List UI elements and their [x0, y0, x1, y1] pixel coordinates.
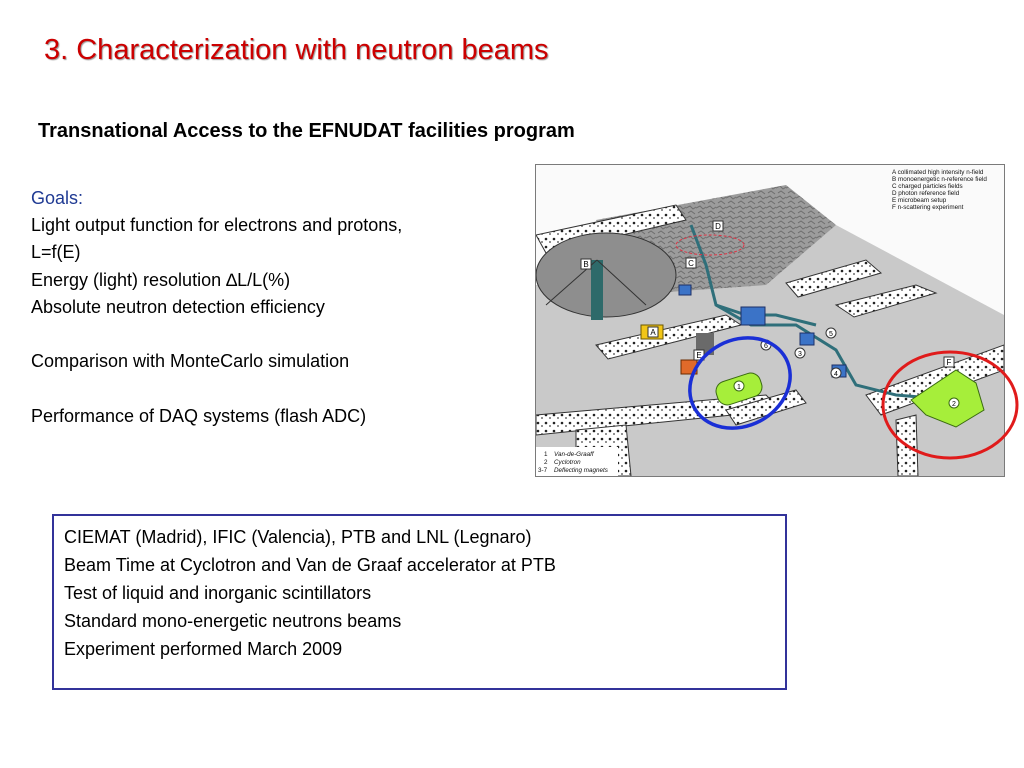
- info-line: Standard mono-energetic neutrons beams: [64, 611, 402, 631]
- magnet-number: 1: [737, 384, 741, 391]
- spacer: [31, 375, 521, 402]
- slide-title: 3. Characterization with neutron beams: [44, 34, 549, 66]
- detector-tower: [591, 260, 603, 320]
- facility-drawing: 1 2 3 4 5 6 A B C D: [536, 167, 1004, 476]
- legend-item: E microbeam setup: [892, 197, 947, 204]
- magnet: [799, 332, 815, 346]
- legend-bg: [886, 167, 1002, 213]
- equipment-orange: [680, 359, 698, 375]
- area-label: B: [583, 260, 588, 269]
- magnet: [678, 284, 692, 296]
- info-line: Experiment performed March 2009: [64, 639, 343, 659]
- area-label: F: [947, 358, 952, 367]
- shield-wall: [895, 414, 919, 476]
- goal-item: Performance of DAQ systems (flash ADC): [31, 405, 367, 426]
- shield-wall: [834, 284, 938, 318]
- area-label: E: [696, 351, 701, 360]
- key-text: Van-de-Graaff: [554, 451, 595, 458]
- key-number: 3-7: [538, 467, 548, 474]
- key-bg: [536, 447, 618, 476]
- goal-item: Comparison with MonteCarlo simulation: [31, 351, 350, 372]
- magnet-number: 3: [798, 351, 802, 358]
- info-box: CIEMAT (Madrid), IFIC (Valencia), PTB an…: [52, 514, 787, 690]
- area-label: C: [688, 259, 694, 268]
- goal-item: Light output function for electrons and …: [31, 215, 403, 236]
- key-text: Cyclotron: [554, 459, 581, 466]
- info-line: Test of liquid and inorganic scintillato…: [64, 583, 372, 603]
- legend-item: A collimated high intensity n-field: [892, 169, 984, 176]
- info-line: Beam Time at Cyclotron and Van de Graaf …: [64, 555, 556, 575]
- key-number: 2: [544, 459, 548, 466]
- legend-item: B monoenergetic n-reference field: [892, 176, 987, 183]
- key-text: Deflecting magnets: [554, 467, 609, 474]
- key-number: 1: [544, 451, 548, 458]
- magnet-number: 4: [834, 371, 838, 378]
- magnet-number: 5: [829, 331, 833, 338]
- legend-item: D photon reference field: [892, 190, 960, 197]
- shield-wall: [785, 259, 883, 298]
- slide-subtitle: Transnational Access to the EFNUDAT faci…: [38, 120, 575, 142]
- magnet-number: 6: [764, 343, 768, 350]
- magnet-number: 2: [952, 401, 956, 408]
- facility-diagram: 1 2 3 4 5 6 A B C D: [535, 164, 1005, 477]
- legend-item: C charged particles fields: [892, 183, 963, 190]
- goals-header: Goals:: [31, 188, 84, 208]
- hall-b-floor: [536, 232, 677, 318]
- goal-item: Absolute neutron detection efficiency: [31, 296, 325, 317]
- info-line: CIEMAT (Madrid), IFIC (Valencia), PTB an…: [64, 527, 532, 547]
- goal-item: Energy (light) resolution ∆L/L(%): [31, 269, 291, 290]
- goal-item: L=f(E): [31, 242, 81, 263]
- area-label: A: [650, 328, 656, 337]
- marker-ellipse: [675, 234, 745, 256]
- magnet: [740, 306, 766, 326]
- spacer: [31, 321, 521, 348]
- legend-item: F n-scattering experiment: [892, 204, 964, 211]
- area-label: D: [715, 222, 721, 231]
- support-line: [596, 259, 647, 306]
- goals-list: Goals: Light output function for electro…: [31, 185, 521, 430]
